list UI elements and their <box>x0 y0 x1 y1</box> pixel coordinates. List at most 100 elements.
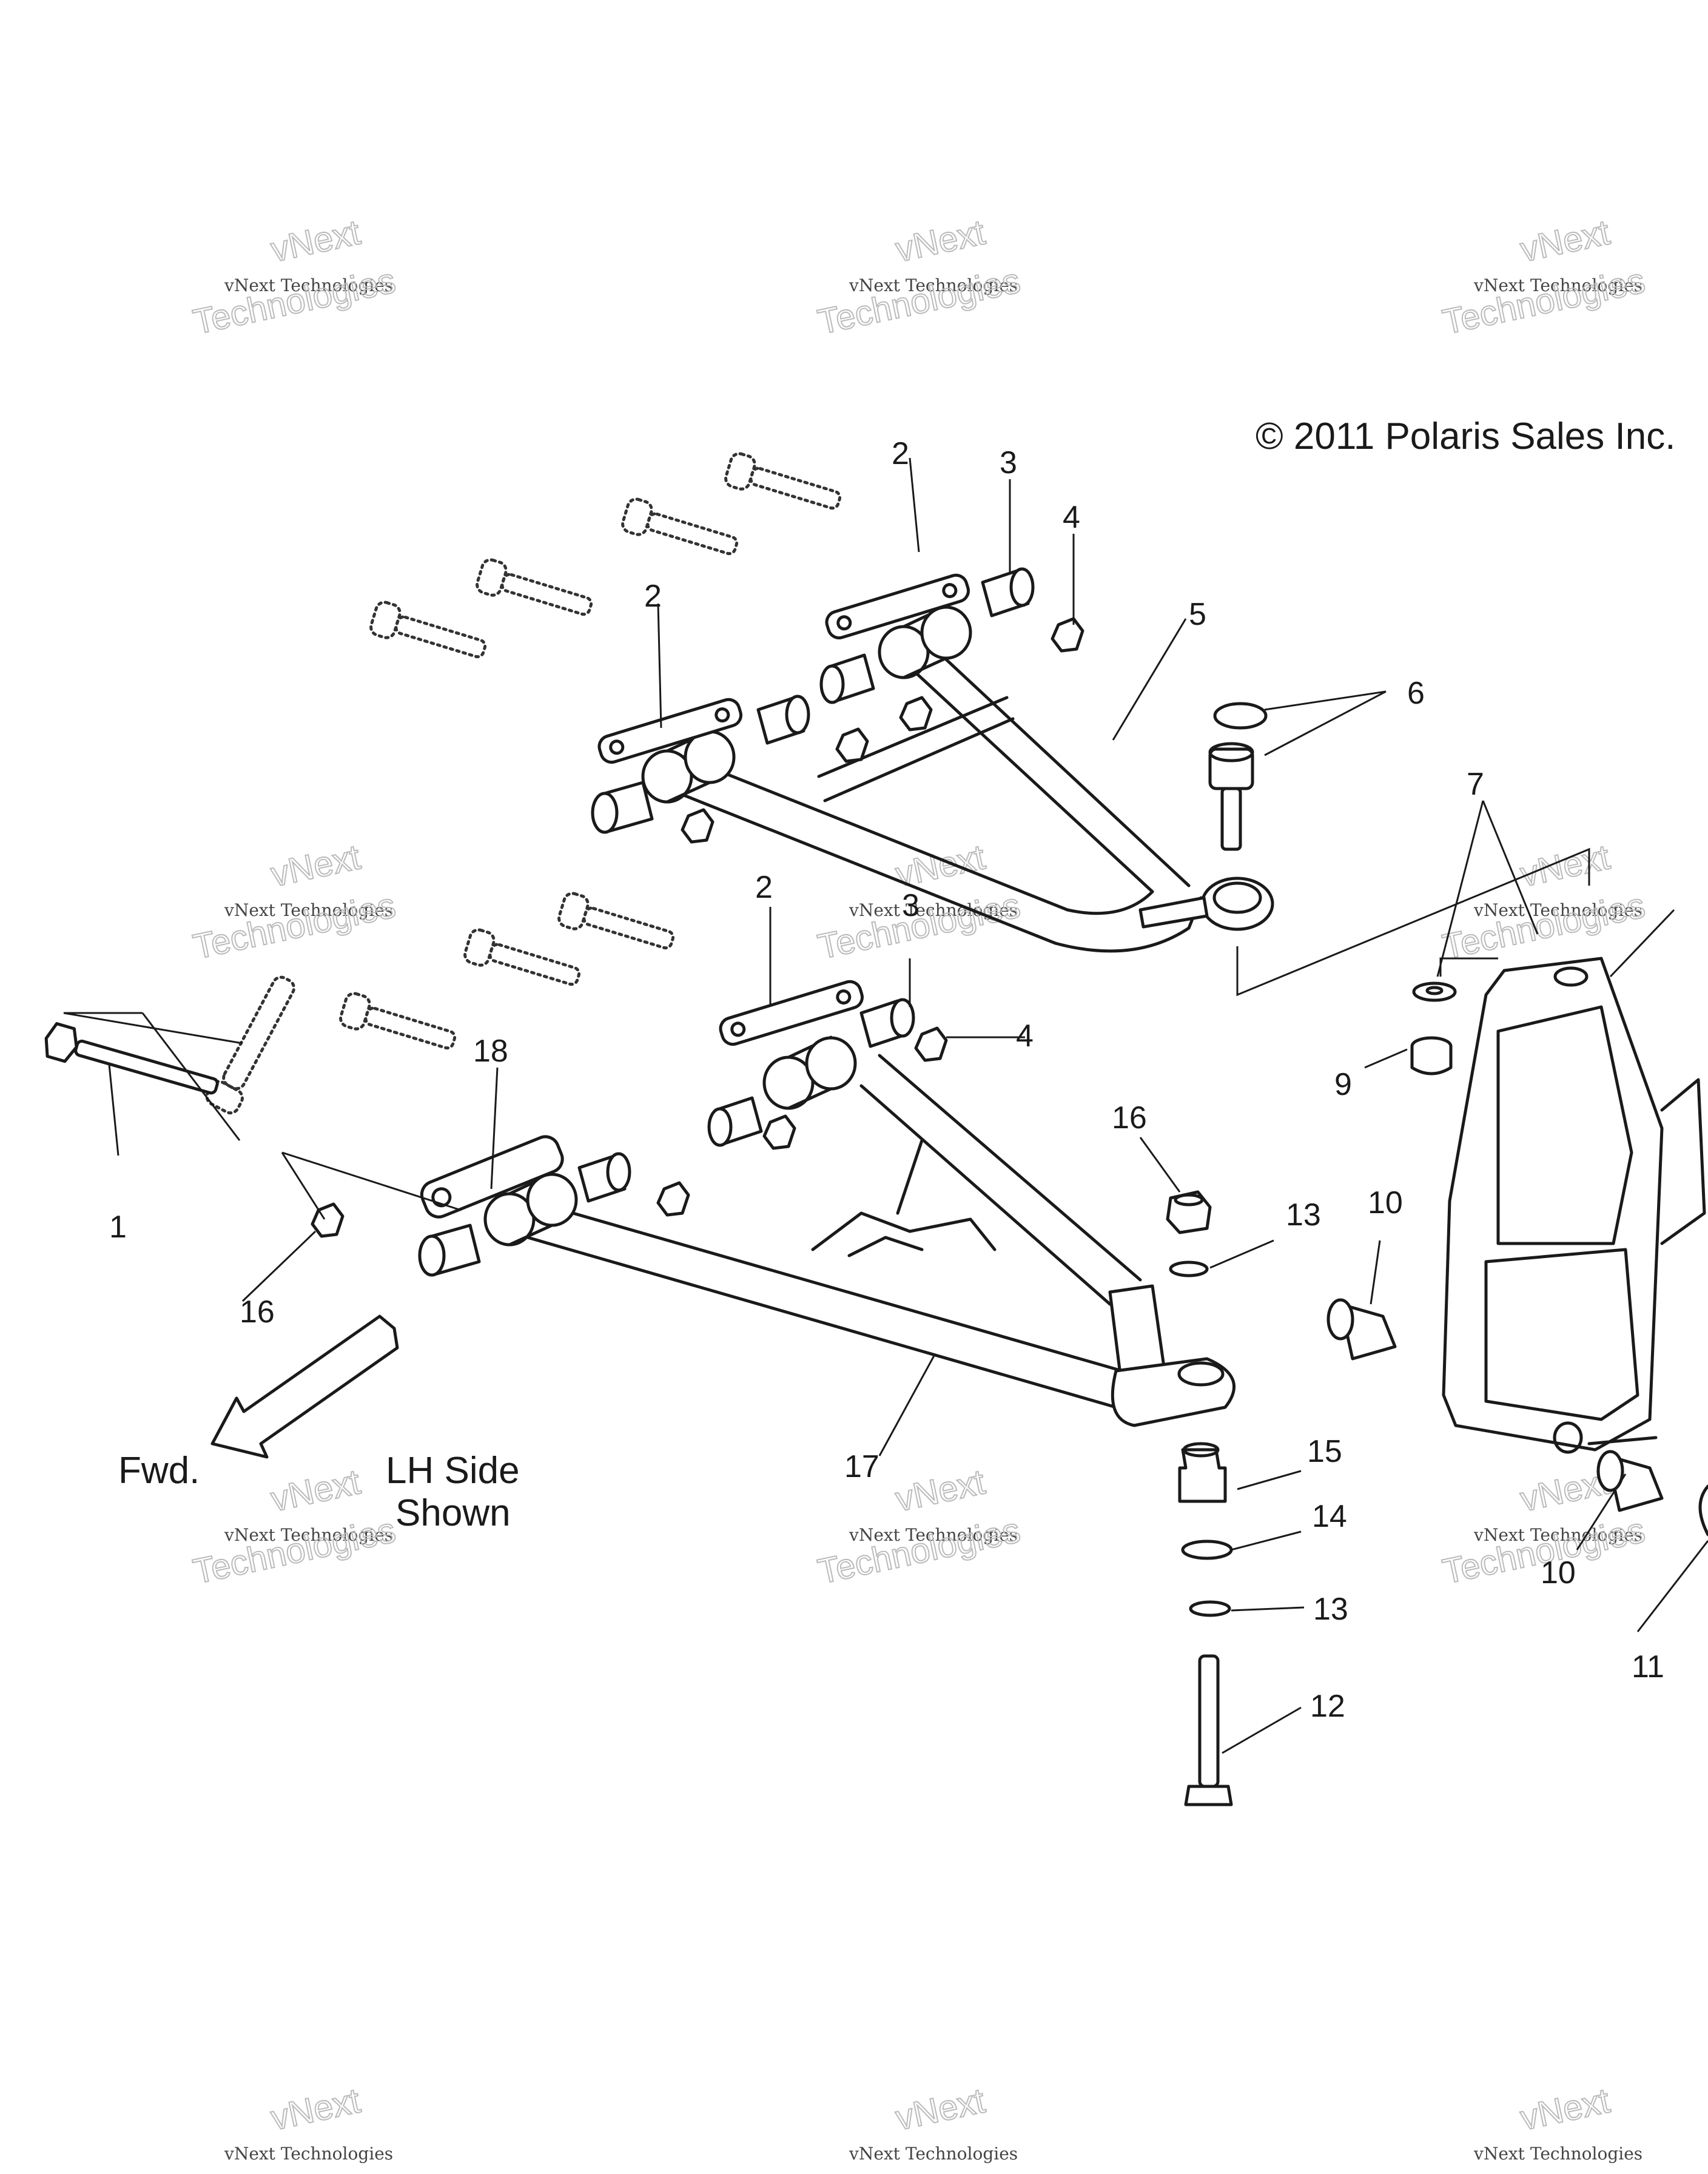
callout: 7 <box>1467 767 1484 802</box>
callout: 3 <box>902 888 920 923</box>
jam-nut <box>1410 1036 1453 1075</box>
bushing <box>591 781 654 834</box>
svg-text:vNext Technologies: vNext Technologies <box>224 2144 393 2164</box>
svg-text:vNext Technologies: vNext Technologies <box>1473 275 1642 295</box>
svg-text:Technologies: Technologies <box>815 261 1024 342</box>
svg-text:vNext: vNext <box>267 837 364 894</box>
callout: 16 <box>1112 1100 1147 1136</box>
bushing <box>418 1223 481 1277</box>
callout: 3 <box>1000 445 1017 480</box>
ghost-bolt <box>463 928 581 986</box>
callout: 14 <box>1312 1499 1347 1534</box>
callout: 10 <box>1541 1555 1576 1590</box>
svg-text:vNext Technologies: vNext Technologies <box>849 2144 1018 2164</box>
ghost-bolt <box>557 892 675 950</box>
callout: 13 <box>1286 1197 1321 1233</box>
svg-text:vNext: vNext <box>1517 212 1613 269</box>
svg-text:Technologies: Technologies <box>190 886 399 967</box>
bolt <box>44 1022 219 1095</box>
callout: 13 <box>1313 1592 1348 1627</box>
washer-hole <box>1425 986 1444 995</box>
cam-plate <box>825 573 970 640</box>
callout: 6 <box>1407 676 1425 711</box>
watermark: vNext vNext Technologies Technologies <box>189 1461 400 1592</box>
callout: 15 <box>1307 1434 1342 1469</box>
watermark: vNext vNext Technologies Technologies <box>1439 836 1649 968</box>
callout: 11 <box>1632 1649 1664 1684</box>
svg-text:vNext Technologies: vNext Technologies <box>849 275 1018 295</box>
ghost-bolts <box>205 452 842 1115</box>
ghost-bracket <box>205 975 296 1115</box>
callout: 5 <box>1189 597 1206 632</box>
bushing-10 <box>1326 1298 1397 1361</box>
svg-text:vNext: vNext <box>1517 837 1613 894</box>
copyright-notice: © 2011 Polaris Sales Inc. <box>1256 416 1675 457</box>
view-note-line2: Shown <box>395 1492 511 1534</box>
upper-hardware <box>591 567 1268 851</box>
svg-text:vNext: vNext <box>892 212 989 269</box>
watermark: vNext vNext Technologies Technologies <box>814 212 1024 343</box>
washer <box>1412 981 1457 1002</box>
callouts: 2 3 4 5 6 2 7 9 2 3 4 18 1 16 16 13 10 1… <box>109 436 1664 1724</box>
callout: 18 <box>473 1034 508 1069</box>
upper-a-arm <box>641 605 1274 953</box>
bushing <box>707 1096 763 1147</box>
svg-text:vNext: vNext <box>267 212 364 269</box>
watermark: vNext vNext Technologies <box>1473 2080 1642 2164</box>
ghost-bolt <box>476 558 593 616</box>
svg-text:vNext Technologies: vNext Technologies <box>1473 900 1642 920</box>
nut <box>762 1114 796 1150</box>
bushing <box>859 998 915 1048</box>
ghost-bolt <box>621 497 739 556</box>
bushing <box>756 695 810 745</box>
bolt-12 <box>1184 1654 1233 1806</box>
ball-joint <box>1208 742 1254 851</box>
svg-text:Technologies: Technologies <box>1439 261 1649 342</box>
forward-label: Fwd. <box>118 1450 200 1492</box>
washer-13 <box>1189 1600 1231 1617</box>
watermark: vNext vNext Technologies <box>849 2080 1018 2164</box>
svg-text:Technologies: Technologies <box>190 1510 399 1592</box>
watermark: vNext vNext Technologies Technologies <box>1439 212 1649 343</box>
svg-text:vNext: vNext <box>267 2081 364 2138</box>
watermark: vNext vNext Technologies Technologies <box>189 836 400 968</box>
forward-arrow <box>210 1314 399 1459</box>
svg-text:vNext Technologies: vNext Technologies <box>224 275 393 295</box>
nut <box>681 808 714 844</box>
cam-plate <box>719 980 864 1046</box>
bushing <box>819 653 875 704</box>
ghost-bolt <box>369 601 487 659</box>
watermark: vNext vNext Technologies Technologies <box>189 212 400 343</box>
svg-text:vNext Technologies: vNext Technologies <box>224 1525 393 1545</box>
lower-stack <box>1166 1190 1233 1806</box>
callout: 2 <box>892 436 909 471</box>
retaining-ring <box>1213 702 1268 730</box>
callout: 10 <box>1368 1185 1403 1220</box>
spindle-knuckle <box>1442 957 1706 1454</box>
nut <box>899 696 933 732</box>
svg-text:Technologies: Technologies <box>815 1510 1024 1592</box>
svg-text:vNext Technologies: vNext Technologies <box>1473 2144 1642 2164</box>
svg-text:vNext: vNext <box>892 2081 989 2138</box>
svg-text:vNext Technologies: vNext Technologies <box>224 900 393 920</box>
watermark: vNext vNext Technologies <box>224 2080 393 2164</box>
partial-part-11 <box>1698 1484 1708 1536</box>
nut-16 <box>1166 1190 1212 1234</box>
svg-text:vNext Technologies: vNext Technologies <box>849 1525 1018 1545</box>
callout: 4 <box>1063 500 1080 535</box>
nut <box>1051 617 1084 653</box>
nut <box>835 727 869 763</box>
callout: 2 <box>644 579 662 614</box>
callout: 1 <box>109 1210 127 1245</box>
nut <box>914 1026 948 1062</box>
nut <box>656 1181 690 1217</box>
bushing <box>981 567 1035 618</box>
ghost-bolt <box>724 452 842 510</box>
bushing-10 <box>1596 1450 1664 1512</box>
bushing-15 <box>1178 1442 1227 1503</box>
callout: 2 <box>755 870 773 905</box>
svg-text:vNext: vNext <box>892 1462 989 1519</box>
svg-text:vNext: vNext <box>267 1462 364 1519</box>
svg-text:vNext Technologies: vNext Technologies <box>1473 1525 1642 1545</box>
